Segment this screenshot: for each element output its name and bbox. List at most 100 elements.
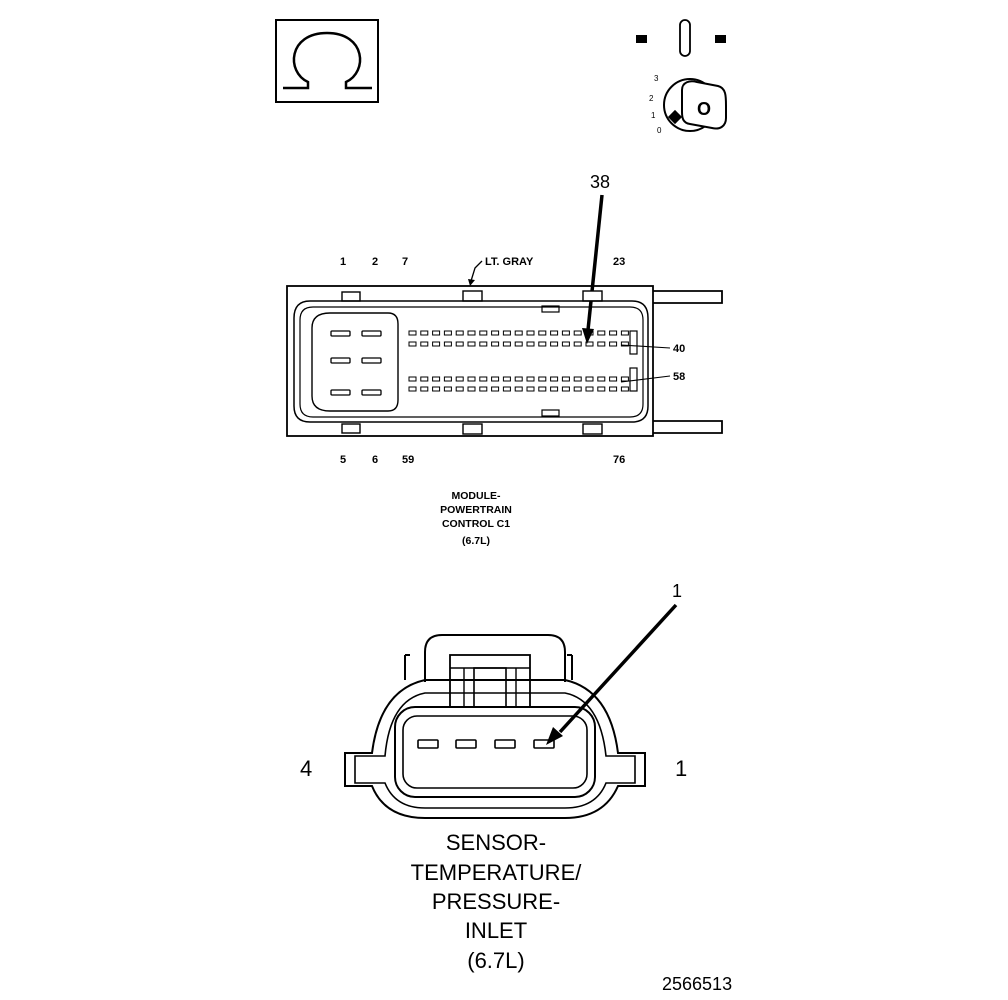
pcm-terminal [550, 330, 559, 336]
pcm-pin-59: 59 [402, 454, 414, 466]
pcm-terminal [526, 341, 535, 347]
pcm-terminal [538, 386, 547, 392]
pcm-terminal [597, 330, 606, 336]
pcm-pin-40: 40 [673, 343, 685, 355]
pcm-caption-line-3: CONTROL C1 [442, 518, 510, 530]
pcm-terminal [432, 376, 441, 382]
pcm-terminal [420, 376, 429, 382]
figure-id: 2566513 [662, 974, 732, 994]
pcm-terminal [526, 386, 535, 392]
pcm-terminal [620, 376, 629, 382]
pcm-terminal [561, 376, 570, 382]
pcm-terminal [479, 386, 488, 392]
pcm-terminal [514, 386, 523, 392]
pcm-terminal [585, 376, 594, 382]
pcm-housing [286, 285, 654, 437]
pcm-terminal [491, 386, 500, 392]
sensor-pin-4-label: 4 [300, 756, 312, 781]
pcm-caption-line-1: MODULE- [452, 490, 501, 502]
pcm-terminal [609, 386, 618, 392]
pcm-terminal [455, 386, 464, 392]
pcm-terminal [550, 386, 559, 392]
sensor-callout-1: 1 [672, 581, 682, 601]
sensor-pin-1-label: 1 [675, 756, 687, 781]
pcm-terminal [597, 376, 606, 382]
sensor-housing [344, 679, 646, 819]
pcm-terminal [585, 386, 594, 392]
pcm-terminal [479, 341, 488, 347]
pcm-terminal [467, 376, 476, 382]
pcm-terminal [597, 341, 606, 347]
omega-icon [283, 31, 372, 90]
pcm-terminal [526, 376, 535, 382]
pcm-color-label: LT. GRAY [485, 256, 534, 268]
pcm-terminal [502, 386, 511, 392]
pcm-terminal [420, 330, 429, 336]
pcm-pin-7: 7 [402, 256, 408, 268]
pcm-terminal [467, 330, 476, 336]
pcm-terminal [514, 376, 523, 382]
pcm-terminal [620, 330, 629, 336]
pcm-pin-6: 6 [372, 454, 378, 466]
pcm-pin-76: 76 [613, 454, 625, 466]
pcm-pin-58: 58 [673, 371, 685, 383]
pcm-terminal [443, 386, 452, 392]
pcm-terminal [609, 341, 618, 347]
pcm-terminal [432, 330, 441, 336]
pcm-pin-23: 23 [613, 256, 625, 268]
sensor-terminals [417, 739, 555, 749]
pcm-terminal [467, 386, 476, 392]
pcm-terminal [573, 376, 582, 382]
pcm-terminal [550, 376, 559, 382]
pcm-terminal [561, 330, 570, 336]
pcm-terminal [467, 341, 476, 347]
pcm-terminal [561, 386, 570, 392]
pcm-terminal [585, 330, 594, 336]
key-head [681, 80, 727, 130]
key-position-0: 0 [657, 126, 662, 135]
pcm-terminal [573, 330, 582, 336]
pcm-terminal [502, 330, 511, 336]
pcm-caption-line-2: POWERTRAIN [440, 504, 512, 516]
pcm-terminal [620, 386, 629, 392]
pcm-terminal [538, 341, 547, 347]
pcm-terminal [455, 376, 464, 382]
pcm-terminal [491, 376, 500, 382]
pcm-power-cavity [311, 312, 399, 412]
key-position-2: 2 [649, 94, 654, 103]
pcm-terminal [443, 376, 452, 382]
pcm-terminal [609, 330, 618, 336]
pcm-connector: 38 1 2 7 23 LT. GRAY [286, 172, 723, 547]
pcm-terminal [514, 341, 523, 347]
pcm-terminal [443, 330, 452, 336]
pcm-terminal [526, 330, 535, 336]
pcm-pin-5: 5 [340, 454, 346, 466]
sensor-caption-line-3: PRESSURE- [432, 889, 560, 914]
pcm-terminal [597, 386, 606, 392]
pcm-pin-2: 2 [372, 256, 378, 268]
key-position-1: 1 [651, 111, 656, 120]
pcm-terminal [550, 341, 559, 347]
pcm-terminal [408, 376, 417, 382]
pcm-terminal [479, 330, 488, 336]
key-position-3: 3 [654, 74, 659, 83]
pcm-terminal [502, 341, 511, 347]
pcm-pin-1: 1 [340, 256, 346, 268]
sensor-caption-line-1: SENSOR- [446, 830, 546, 855]
pcm-terminal [432, 341, 441, 347]
pcm-terminal [514, 330, 523, 336]
pcm-terminal [420, 341, 429, 347]
pcm-terminal [609, 376, 618, 382]
key-label: O [697, 99, 711, 119]
pcm-terminal [491, 341, 500, 347]
pcm-terminal [585, 341, 594, 347]
pcm-terminal [408, 341, 417, 347]
pcm-terminal [455, 341, 464, 347]
pcm-terminal [443, 341, 452, 347]
pcm-terminal [491, 330, 500, 336]
pcm-terminal [573, 386, 582, 392]
ignition-key-icon: O 3 2 1 0 [636, 19, 727, 135]
pcm-terminal [573, 341, 582, 347]
